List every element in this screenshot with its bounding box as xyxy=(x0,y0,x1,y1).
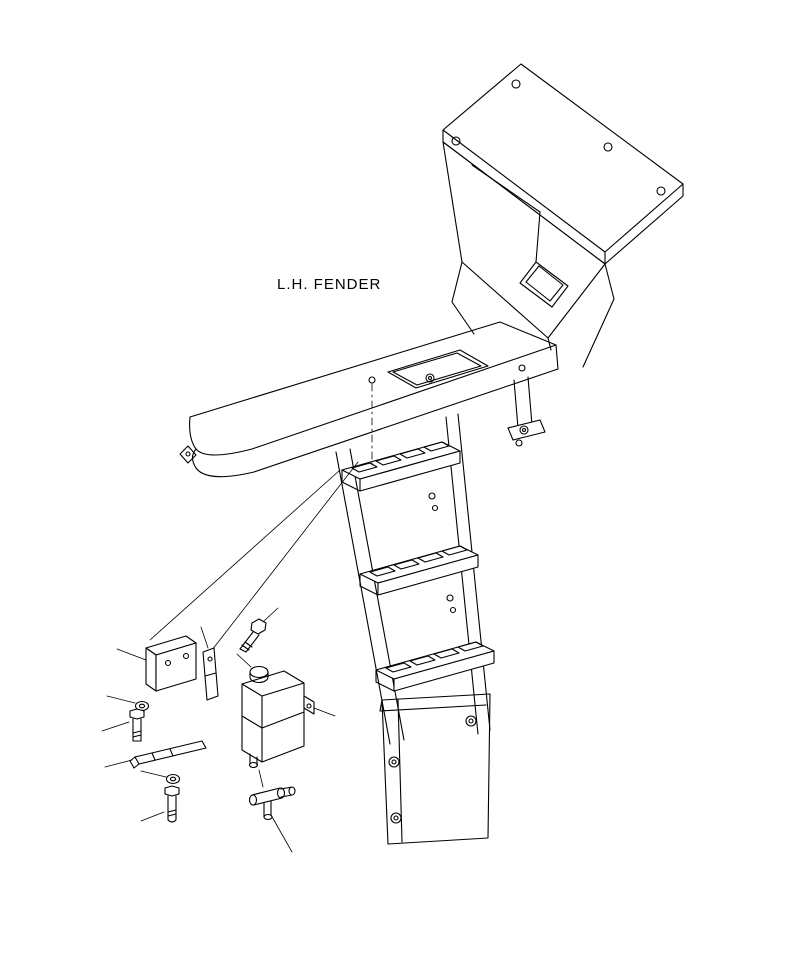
mud-flap-panel xyxy=(379,693,491,845)
console-panel xyxy=(519,261,569,308)
leader-line xyxy=(140,811,165,822)
step-tread-1 xyxy=(341,441,461,492)
support-strap xyxy=(104,740,207,769)
tank-cap xyxy=(236,653,269,684)
deck-mount-hole xyxy=(368,376,376,384)
step-tread-3 xyxy=(375,641,495,692)
bolt-upper xyxy=(101,708,145,742)
deck-hatch xyxy=(387,349,489,389)
tank-mount-lug xyxy=(303,695,315,715)
washer-upper xyxy=(106,695,150,712)
leader-line xyxy=(106,695,136,704)
support-leg xyxy=(507,376,546,447)
leader-line xyxy=(236,653,252,668)
drain-valve xyxy=(248,769,296,853)
washer-lower xyxy=(140,770,181,785)
leader-line xyxy=(270,814,293,853)
leader-line xyxy=(263,607,279,622)
ladder xyxy=(335,413,495,745)
leader-line xyxy=(313,707,336,717)
mounting-bracket xyxy=(116,635,197,692)
leader-line xyxy=(116,648,147,661)
leader-line xyxy=(140,770,167,778)
step-tread-2 xyxy=(359,545,479,596)
leader-line xyxy=(200,626,209,649)
exploded-parts xyxy=(101,607,336,853)
hatch-knob xyxy=(425,373,435,383)
ladder-right-rail xyxy=(445,413,491,735)
washer-tank xyxy=(236,653,336,769)
leader-line xyxy=(104,759,133,768)
deck-front-hook xyxy=(179,445,197,464)
bolt-angled xyxy=(239,607,279,653)
leader-line xyxy=(101,721,130,732)
shim-plate xyxy=(200,626,219,701)
fender-deck xyxy=(179,321,559,478)
reference-lines xyxy=(149,383,373,651)
bolt-lower xyxy=(140,785,180,823)
fender-label: L.H. FENDER xyxy=(277,276,381,293)
console xyxy=(442,141,606,351)
